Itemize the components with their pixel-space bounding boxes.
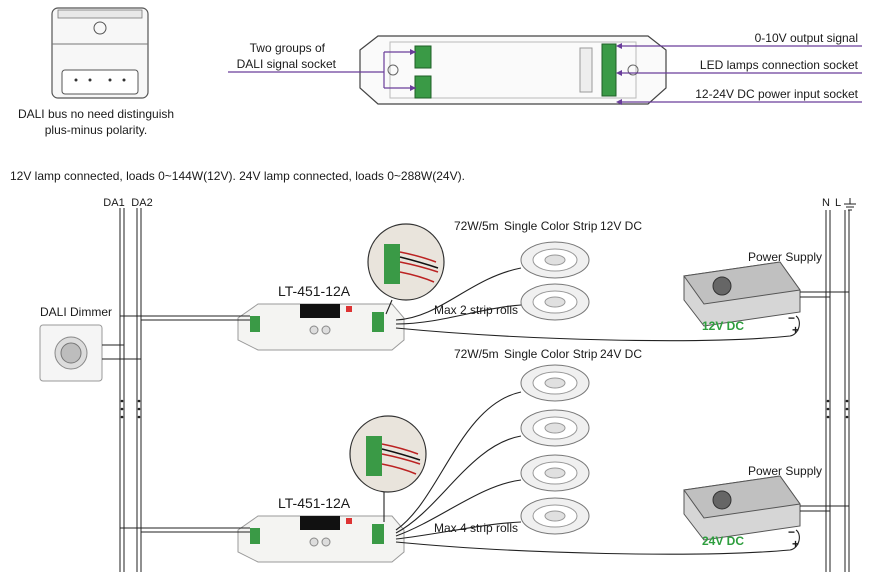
lower-model-label: LT-451-12A	[278, 495, 351, 511]
lower-psu-label: Power Supply	[748, 464, 822, 478]
bus-note-line2: plus-minus polarity.	[45, 123, 147, 137]
lower-terminal-zoom	[349, 415, 427, 493]
upper-strip-rating: 72W/5m	[454, 219, 499, 233]
upper-strip-type: Single Color Strip	[504, 219, 598, 233]
dali-bus	[119, 208, 142, 572]
mains-bus	[825, 210, 850, 572]
upper-model-label: LT-451-12A	[278, 283, 351, 299]
upper-psu-voltage: 12V DC	[702, 319, 744, 333]
lower-strip-roll-2	[520, 409, 590, 447]
bus-da2-label: DA2	[131, 197, 152, 209]
callout-led-socket: LED lamps connection socket	[700, 58, 859, 72]
lower-strip-rating: 72W/5m	[454, 347, 499, 361]
controller-top-view	[359, 35, 667, 105]
dimmer-label: DALI Dimmer	[40, 305, 112, 319]
upper-power-supply	[683, 261, 801, 327]
bus-da1-label: DA1	[103, 197, 124, 209]
lower-minus-sign: −	[788, 525, 795, 539]
lower-strip-voltage: 24V DC	[600, 347, 642, 361]
upper-psu-label: Power Supply	[748, 250, 822, 264]
bus-note-line1: DALI bus no need distinguish	[18, 107, 174, 121]
load-note: 12V lamp connected, loads 0~144W(12V). 2…	[10, 169, 465, 183]
bus-continuation-dots	[120, 399, 849, 419]
upper-strip-roll-1	[520, 241, 590, 279]
upper-max-rolls: Max 2 strip rolls	[434, 303, 518, 317]
left-callout-line1: Two groups of	[250, 41, 326, 55]
ground-icon	[844, 198, 856, 211]
callout-0-10v: 0-10V output signal	[755, 31, 858, 45]
callout-power-socket: 12-24V DC power input socket	[695, 87, 858, 101]
lower-power-supply	[683, 475, 801, 541]
left-callout-line2: DALI signal socket	[237, 57, 337, 71]
upper-strip-roll-2	[520, 283, 590, 321]
lower-plus-sign: +	[792, 537, 799, 551]
lower-strip-roll-4	[520, 497, 590, 535]
lower-strip-type: Single Color Strip	[504, 347, 598, 361]
dali-dimmer	[39, 324, 103, 382]
lower-psu-voltage: 24V DC	[702, 534, 744, 548]
lower-strip-roll-1	[520, 364, 590, 402]
lower-controller	[237, 515, 405, 563]
upper-terminal-zoom	[367, 223, 445, 301]
upper-plus-sign: +	[792, 323, 799, 337]
upper-strip-voltage: 12V DC	[600, 219, 642, 233]
dali-module-front-view	[51, 7, 149, 99]
bus-l-label: L	[835, 197, 841, 209]
upper-controller	[237, 303, 405, 351]
upper-minus-sign: −	[788, 311, 795, 325]
bus-n-label: N	[822, 197, 830, 209]
lower-strip-roll-3	[520, 454, 590, 492]
